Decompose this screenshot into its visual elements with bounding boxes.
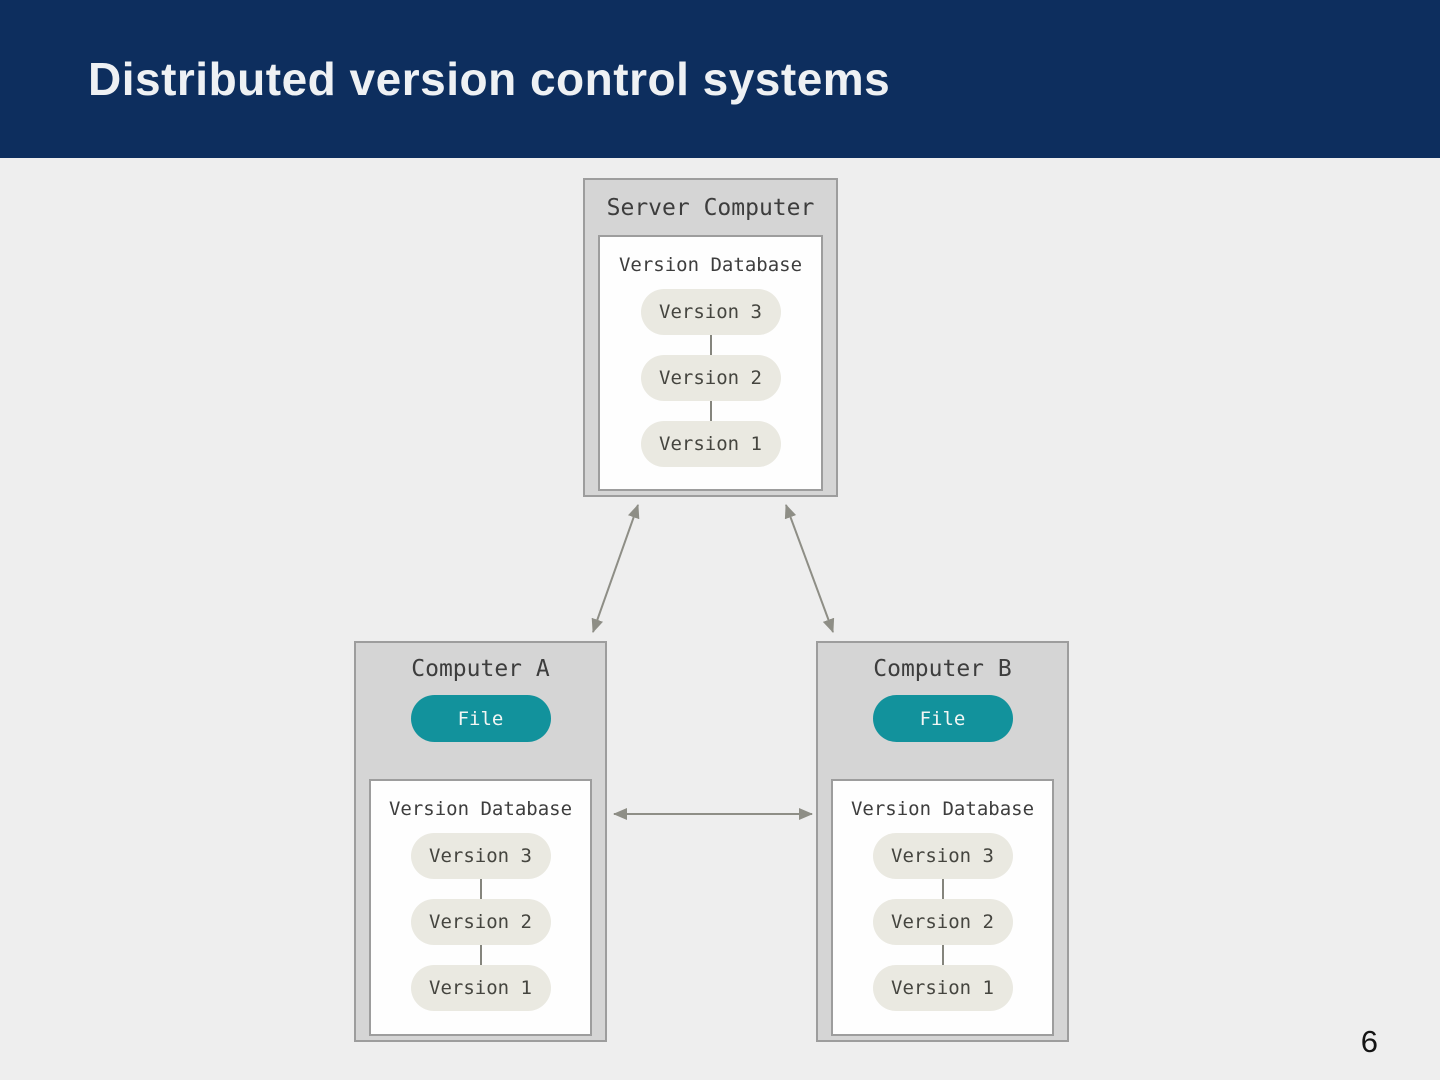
- computer-b-version-list: Version 3 Version 2 Version 1: [833, 833, 1052, 1011]
- version-pill: Version 3: [640, 289, 781, 335]
- version-connector: [479, 879, 482, 899]
- server-version-database-title: Version Database: [618, 254, 803, 276]
- server-version-database-box: Version Database Version 3 Version 2 Ver…: [598, 235, 823, 491]
- server-version-list: Version 3 Version 2 Version 1: [600, 289, 821, 467]
- computer-a-version-list: Version 3 Version 2 Version 1: [371, 833, 590, 1011]
- arrow-server-to-computer-a: [591, 504, 640, 633]
- computer-b-version-database-title: Version Database: [850, 798, 1035, 820]
- slide-header: Distributed version control systems: [0, 0, 1440, 158]
- computer-a-version-database-title: Version Database: [388, 798, 573, 820]
- page-number: 6: [1360, 1024, 1378, 1059]
- version-pill: Version 3: [872, 833, 1013, 879]
- version-pill: Version 2: [640, 355, 781, 401]
- version-connector: [479, 945, 482, 965]
- version-pill: Version 3: [410, 833, 551, 879]
- computer-b-file-pill: File: [872, 695, 1013, 742]
- server-computer-title: Server Computer: [606, 195, 815, 221]
- version-connector: [709, 401, 712, 421]
- version-pill: Version 1: [872, 965, 1013, 1011]
- computer-a-file-pill: File: [410, 695, 551, 742]
- computer-b-title: Computer B: [873, 656, 1012, 682]
- arrow-server-to-computer-b: [784, 504, 835, 633]
- version-connector: [941, 879, 944, 899]
- version-pill: Version 2: [410, 899, 551, 945]
- computer-b-version-database-box: Version Database Version 3 Version 2 Ver…: [831, 779, 1054, 1036]
- version-pill: Version 1: [410, 965, 551, 1011]
- version-connector: [709, 335, 712, 355]
- version-connector: [941, 945, 944, 965]
- computer-a-version-database-box: Version Database Version 3 Version 2 Ver…: [369, 779, 592, 1036]
- computer-b-box: Computer B File Version Database Version…: [816, 641, 1069, 1042]
- version-pill: Version 1: [640, 421, 781, 467]
- slide-title: Distributed version control systems: [88, 53, 891, 105]
- computer-a-title: Computer A: [411, 656, 550, 682]
- version-pill: Version 2: [872, 899, 1013, 945]
- server-computer-box: Server Computer Version Database Version…: [583, 178, 838, 497]
- computer-a-box: Computer A File Version Database Version…: [354, 641, 607, 1042]
